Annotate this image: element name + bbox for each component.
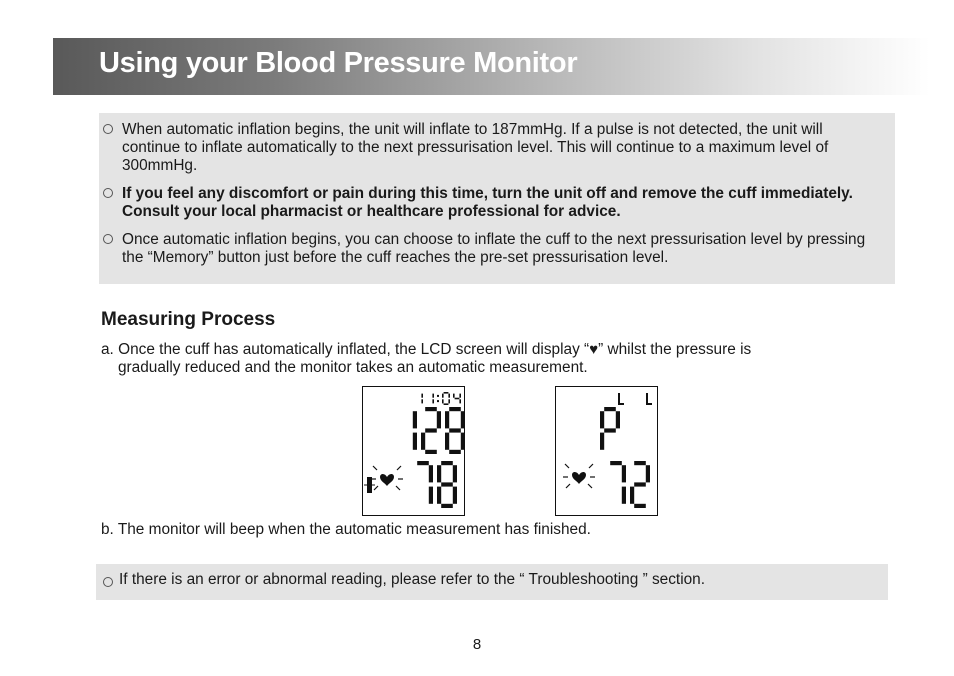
lcd-screen-measuring [362, 386, 465, 516]
tip-box: If there is an error or abnormal reading… [96, 564, 888, 600]
note-memory-button: Once automatic inflation begins, you can… [99, 231, 881, 267]
lcd-top-value [600, 407, 620, 450]
page-title: Using your Blood Pressure Monitor [99, 47, 578, 79]
flashing-heart-icon [563, 463, 595, 489]
lcd-pulse-value [610, 461, 650, 508]
step-b: b. The monitor will beep when the automa… [101, 521, 591, 538]
step-a: a. Once the cuff has automatically infla… [101, 341, 871, 377]
step-a-text-line2: gradually reduced and the monitor takes … [118, 359, 588, 376]
note-text: Once automatic inflation begins, you can… [122, 231, 866, 266]
bullet-circle-icon [103, 124, 113, 134]
bullet-circle-icon [103, 234, 113, 244]
lcd-diastolic-value [417, 461, 457, 508]
header-banner: Using your Blood Pressure Monitor [53, 38, 930, 95]
tip-text: If there is an error or abnormal reading… [119, 571, 706, 588]
notes-box: When automatic inflation begins, the uni… [99, 113, 895, 284]
pressure-bar-icon [364, 477, 375, 493]
bullet-circle-icon [103, 577, 113, 587]
note-inflation: When automatic inflation begins, the uni… [99, 121, 881, 175]
flashing-heart-icon [371, 465, 403, 491]
heart-icon: ♥ [589, 341, 599, 358]
note-text: When automatic inflation begins, the uni… [122, 121, 829, 174]
page-number: 8 [472, 636, 482, 653]
step-a-text: a. Once the cuff has automatically infla… [101, 341, 590, 358]
lcd-systolic-value [412, 407, 465, 454]
lcd-screen-result [555, 386, 658, 516]
lcd-time [421, 392, 461, 405]
lcd-indicator-icons [618, 393, 652, 405]
note-warning: If you feel any discomfort or pain durin… [99, 185, 881, 221]
bullet-circle-icon [103, 188, 113, 198]
section-title: Measuring Process [101, 309, 276, 330]
note-text: If you feel any discomfort or pain durin… [122, 185, 853, 220]
step-a-text-after: ” whilst the pressure is [598, 341, 752, 358]
